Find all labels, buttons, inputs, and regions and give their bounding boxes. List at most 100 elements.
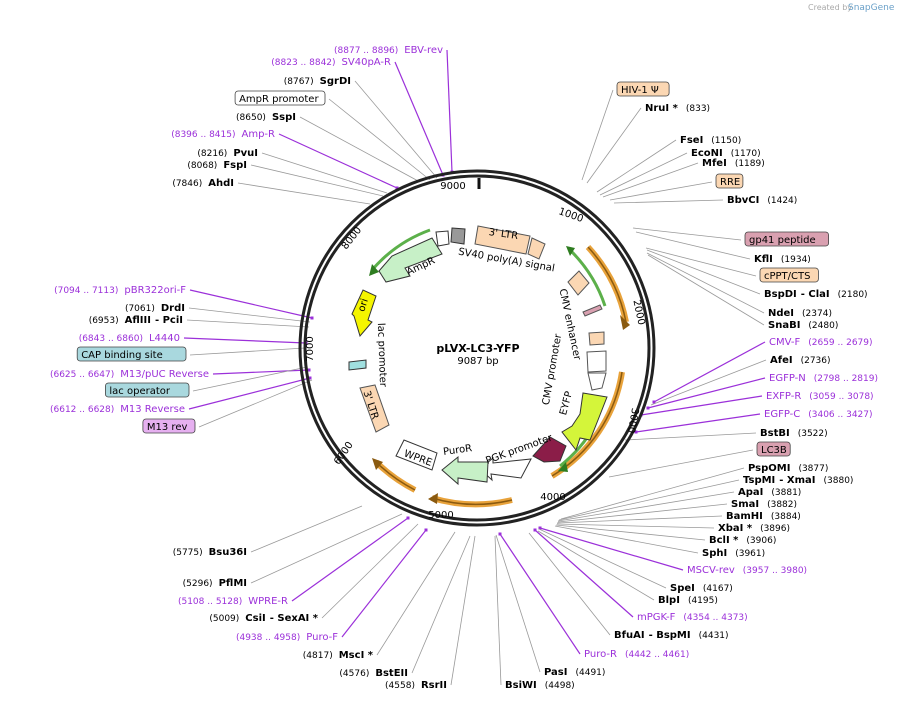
site-bstbi[interactable]: BstBI(3522): [760, 428, 828, 439]
primer-l4440[interactable]: (6843 .. 6860)L4440: [79, 333, 180, 344]
sv40-polya-box[interactable]: [450, 227, 466, 245]
cppt-cts-box[interactable]: [588, 331, 605, 346]
site-msci[interactable]: (4817)MscI *: [303, 650, 374, 661]
site-pspomi[interactable]: PspOMI(3877): [748, 463, 828, 474]
site-nrui[interactable]: NruI *(833): [645, 103, 710, 114]
cmv-enhancer-box[interactable]: [586, 350, 607, 373]
primer-sv40pa-r[interactable]: (8823 .. 8842)SV40pA-R: [271, 57, 391, 68]
site-tspmi[interactable]: TspMI- XmaI(3880): [743, 475, 853, 486]
primer-arc-bottom-left-head: [372, 458, 383, 470]
primer-puro-f[interactable]: (4938 .. 4958)Puro-F: [236, 632, 338, 643]
site-csii[interactable]: (5009)CsiI- SexAI *: [209, 613, 318, 624]
primer-egfp-c[interactable]: EGFP-C(3406 .. 3427): [764, 409, 873, 420]
primer-ebv-rev[interactable]: (8877 .. 8896)EBV-rev: [334, 45, 443, 56]
site-econi[interactable]: EcoNI(1170): [691, 148, 761, 159]
ps-bbvci: (1424): [767, 196, 797, 206]
small-feature-box-1[interactable]: [435, 230, 450, 247]
gp41-peptide-box[interactable]: [582, 304, 603, 317]
tick-label-3000: 3000: [625, 407, 640, 434]
rre-box[interactable]: [567, 270, 590, 296]
site-bamhi[interactable]: BamHI(3884): [726, 511, 801, 522]
primer-arc-bottom-left[interactable]: [373, 459, 417, 493]
primer-amp-r[interactable]: (8396 .. 8415)Amp-R: [171, 129, 275, 140]
primer-mpgk-f[interactable]: mPGK-F(4354 .. 4373): [637, 612, 748, 623]
ps-drdi: (7061): [125, 304, 155, 314]
primer-wpre-r[interactable]: (5108 .. 5128)WPRE-R: [178, 596, 288, 607]
primer-exfp-r[interactable]: EXFP-R(3059 .. 3078): [766, 391, 874, 402]
ps-bstbi: (3522): [798, 429, 828, 439]
site-mfei[interactable]: MfeI(1189): [702, 158, 765, 169]
three-prime-ltr-top[interactable]: [474, 225, 531, 255]
site-ahdi[interactable]: (7846)AhdI: [172, 178, 234, 189]
feature-box-cppt-cts[interactable]: [759, 267, 819, 283]
site-bcli[interactable]: BclI *(3906): [709, 535, 776, 546]
eyfp-arrow[interactable]: [561, 392, 608, 452]
leader-bfuai: [528, 532, 611, 636]
site-kfli[interactable]: KflI(1934): [754, 254, 811, 265]
site-pvui[interactable]: (8216)PvuI: [197, 148, 258, 159]
feature-box-label-gp41-peptide: gp41 peptide: [749, 235, 816, 246]
feature-box-hiv-1[interactable]: [616, 81, 670, 97]
site-bfuai[interactable]: BfuAI- BspMI(4431): [614, 630, 729, 641]
ori-arrow[interactable]: [351, 289, 377, 338]
primer-egfp-n[interactable]: EGFP-N(2798 .. 2819): [769, 373, 878, 384]
cmv-promoter-box[interactable]: [587, 372, 607, 391]
nm-bcli: BclI *: [709, 535, 739, 546]
nm-snabi: SnaBI: [768, 320, 800, 331]
ps-sspi: (8650): [236, 113, 266, 123]
site-afliii[interactable]: (6953)AflIII- PciI: [89, 315, 183, 326]
puror-arrow[interactable]: [441, 455, 489, 486]
site-fsei[interactable]: FseI(1150): [680, 135, 741, 146]
three-prime-ltr-left[interactable]: [359, 384, 390, 433]
site-bspdi[interactable]: BspDI- ClaI(2180): [764, 289, 868, 300]
site-xbai[interactable]: XbaI *(3896): [718, 523, 790, 534]
wpre-box[interactable]: [395, 439, 438, 471]
site-smai[interactable]: SmaI(3882): [731, 499, 797, 510]
site-bsiwi[interactable]: BsiWI(4498): [505, 680, 575, 691]
site-rsrii[interactable]: (4558)RsrII: [385, 680, 447, 691]
feature-box-gp41-peptide[interactable]: [744, 231, 829, 247]
site-pflmi[interactable]: (5296)PflMI: [183, 578, 247, 589]
site-blpi[interactable]: BlpI(4195): [658, 595, 718, 606]
primer-cmv-f[interactable]: CMV-F(2659 .. 2679): [769, 337, 873, 348]
ampr-arrow[interactable]: [378, 237, 443, 283]
primer-puro-r[interactable]: Puro-R(4442 .. 4461): [584, 649, 689, 660]
site-apai[interactable]: ApaI(3881): [738, 487, 801, 498]
three-prime-ltr-tip[interactable]: [527, 237, 546, 260]
leader-m13-rev: [198, 379, 313, 428]
feature-box-ampr-promoter[interactable]: [234, 90, 326, 106]
site-sphi[interactable]: SphI(3961): [702, 548, 765, 559]
feature-box-lc3b[interactable]: [756, 441, 791, 457]
site-pasi[interactable]: PasI(4491): [544, 667, 605, 678]
lac-feature-box[interactable]: [348, 359, 367, 371]
feature-box-m13-rev[interactable]: [142, 418, 196, 434]
leader-ndei: [646, 252, 765, 314]
primer-m13-reverse[interactable]: (6612 .. 6628)M13 Reverse: [50, 404, 185, 415]
site-bbvci[interactable]: BbvCI(1424): [727, 195, 797, 206]
feature-box-label-ampr-promoter: AmpR promoter: [239, 94, 319, 105]
feature-box-cap-binding-site[interactable]: [76, 346, 187, 362]
site-afei[interactable]: AfeI(2736): [770, 355, 831, 366]
site-ndei[interactable]: NdeI(2374): [768, 308, 832, 319]
site-spei[interactable]: SpeI(4167): [670, 583, 733, 594]
site-fspi[interactable]: (8068)FspI: [187, 160, 247, 171]
primer-mscv-rev[interactable]: MSCV-rev(3957 .. 3980): [687, 565, 807, 576]
feature-box-lac-operator[interactable]: [105, 382, 190, 398]
primer-pbr322ori-f[interactable]: (7094 .. 7113)pBR322ori-F: [54, 285, 186, 296]
site-sgrdi[interactable]: (8767)SgrDI: [284, 76, 351, 87]
leader-mfei: [602, 162, 699, 198]
primer-dot-egfp-n: [646, 406, 650, 410]
site-bsu36i[interactable]: (5775)Bsu36I: [173, 547, 247, 558]
site-drdi[interactable]: (7061)DrdI: [125, 303, 185, 314]
feature-box-rre[interactable]: [715, 173, 744, 189]
cmv-promoter-arc[interactable]: [568, 248, 607, 307]
site-bsteii[interactable]: (4576)BstEII: [339, 668, 408, 679]
lc3b-arrow[interactable]: [532, 436, 567, 463]
leader-ampr-promoter: [328, 98, 431, 181]
site-snabi[interactable]: SnaBI(2480): [768, 320, 838, 331]
leader-spei: [538, 528, 667, 589]
ampr-promoter-arc[interactable]: [370, 228, 431, 271]
primer-m13-puc-reverse[interactable]: (6625 .. 6647)M13/pUC Reverse: [50, 369, 209, 380]
site-sspi[interactable]: (8650)SspI: [236, 112, 296, 123]
